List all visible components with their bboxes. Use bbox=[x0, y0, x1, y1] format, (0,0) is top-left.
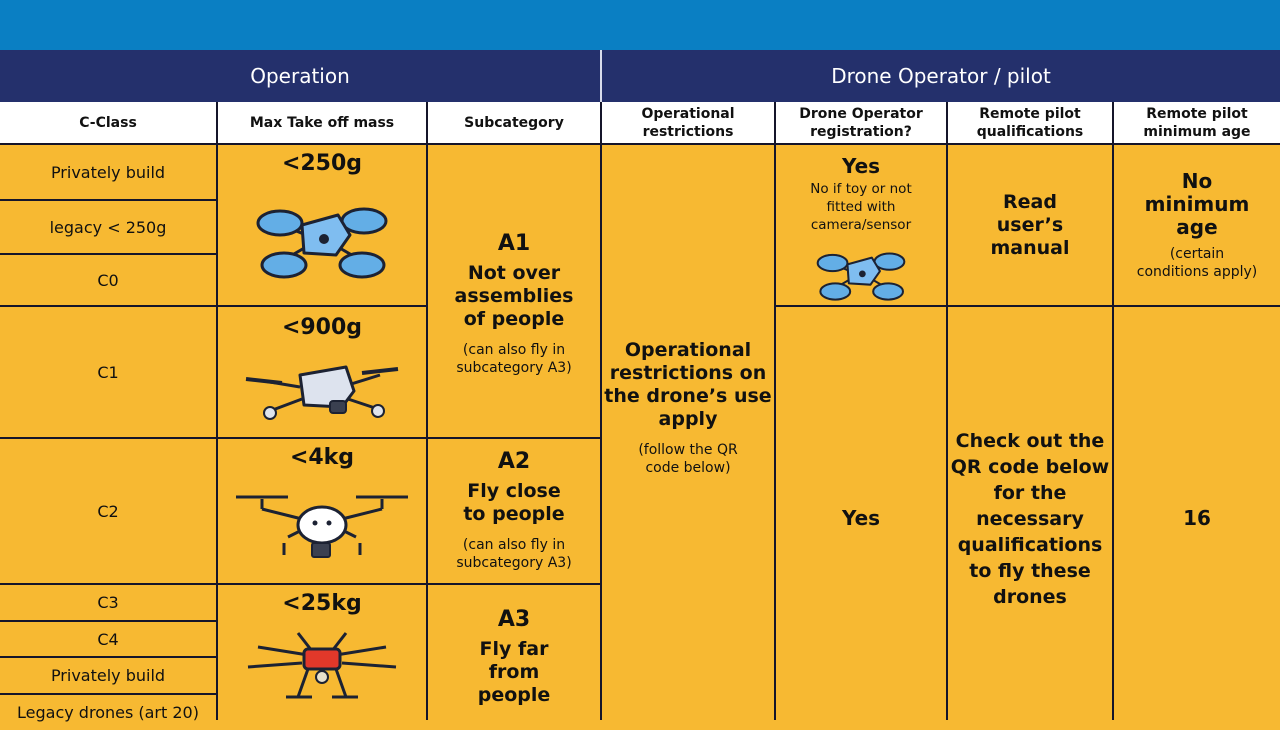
col-header-restrictions: Operational restrictions bbox=[602, 102, 774, 143]
grid-line bbox=[0, 199, 216, 201]
class-cell: C4 bbox=[97, 629, 119, 649]
min-age-value: 16 bbox=[1183, 506, 1211, 530]
grid-line bbox=[426, 102, 428, 720]
registration-note: No if toy or not fitted with camera/sens… bbox=[810, 181, 912, 233]
subcategory-text: Not over assemblies of people bbox=[454, 261, 574, 330]
class-cell: Privately build bbox=[50, 666, 166, 685]
subcategory-title: A1 bbox=[497, 230, 531, 256]
min-age-text: No minimum age bbox=[1144, 168, 1250, 239]
registration-large: Yes bbox=[776, 307, 946, 730]
mass-label: <25kg bbox=[282, 591, 362, 616]
band-divider bbox=[600, 50, 602, 102]
col-header-min-age: Remote pilot minimum age bbox=[1114, 102, 1280, 143]
subcategory-a1: A1 Not over assemblies of people (can al… bbox=[428, 145, 600, 583]
grid-line bbox=[1112, 102, 1114, 720]
mass-label: <250g bbox=[281, 151, 363, 176]
grid-line bbox=[216, 102, 218, 720]
subcategory-note: (can also fly in subcategory A3) bbox=[456, 537, 572, 571]
subcategory-text: Fly far from people bbox=[477, 638, 551, 706]
operator-band: Drone Operator / pilot bbox=[602, 50, 1280, 102]
mass-cell: <4kg bbox=[218, 439, 426, 583]
class-cell: C1 bbox=[97, 362, 119, 382]
min-age-large: 16 bbox=[1114, 307, 1280, 730]
mass-label: <900g bbox=[281, 315, 363, 340]
grid-line bbox=[0, 583, 600, 585]
class-cell: legacy < 250g bbox=[49, 217, 167, 237]
subcategory-a3: A3 Fly far from people bbox=[428, 585, 600, 730]
mass-label: <4kg bbox=[289, 445, 355, 470]
restrictions-cell: Operational restrictions on the drone’s … bbox=[602, 145, 774, 730]
camera-drone-icon bbox=[245, 365, 399, 420]
class-cell: C0 bbox=[97, 270, 119, 290]
registration-answer: Yes bbox=[841, 506, 881, 530]
min-age-small: No minimum age (certain conditions apply… bbox=[1114, 145, 1280, 305]
qualifications-text: Check out the QR code below for the nece… bbox=[950, 429, 1110, 608]
qualifications-small: Read user’s manual bbox=[948, 145, 1112, 305]
class-cell: Legacy drones (art 20) bbox=[17, 703, 199, 722]
mass-cell: <25kg bbox=[218, 585, 426, 730]
quadcopter-icon bbox=[236, 495, 408, 558]
qualifications-text: Read user’s manual bbox=[990, 190, 1070, 259]
class-cell: C2 bbox=[97, 501, 119, 521]
grid-line bbox=[0, 143, 1280, 145]
restrictions-note: (follow the QR code below) bbox=[638, 441, 738, 476]
subcategory-title: A2 bbox=[497, 449, 531, 474]
registration-small: Yes No if toy or not fitted with camera/… bbox=[776, 145, 946, 305]
mini-drone-icon bbox=[816, 252, 906, 301]
restrictions-text: Operational restrictions on the drone’s … bbox=[604, 338, 772, 430]
grid-line bbox=[0, 305, 426, 307]
operation-band: Operation bbox=[0, 50, 600, 102]
mass-cell: <900g bbox=[218, 307, 426, 437]
subcategory-title: A3 bbox=[497, 607, 531, 632]
col-header-subcategory: Subcategory bbox=[428, 102, 600, 143]
col-header-mass: Max Take off mass bbox=[218, 102, 426, 143]
grid-line bbox=[0, 437, 600, 439]
col-header-qualifications: Remote pilot qualifications bbox=[948, 102, 1112, 143]
mini-drone-icon bbox=[256, 207, 388, 279]
col-header-c-class: C-Class bbox=[0, 102, 216, 143]
qualifications-large: Check out the QR code below for the nece… bbox=[948, 307, 1112, 730]
grid-line bbox=[0, 620, 216, 622]
grid-line bbox=[774, 102, 776, 720]
subcategory-note: (can also fly in subcategory A3) bbox=[456, 341, 572, 376]
min-age-note: (certain conditions apply) bbox=[1136, 245, 1258, 280]
grid-line bbox=[0, 693, 216, 695]
drone-rules-table: Operation Drone Operator / pilot C-Class… bbox=[0, 50, 1280, 722]
hexacopter-icon bbox=[247, 632, 397, 699]
class-cell: C3 bbox=[97, 593, 119, 612]
subcategory-a2: A2 Fly close to people (can also fly in … bbox=[428, 439, 600, 583]
top-bar bbox=[0, 0, 1280, 50]
grid-line bbox=[0, 656, 216, 658]
registration-answer: Yes bbox=[841, 154, 881, 178]
subcategory-text: Fly close to people bbox=[463, 480, 565, 525]
grid-line bbox=[774, 305, 1280, 307]
col-header-registration: Drone Operator registration? bbox=[776, 102, 946, 143]
grid-line bbox=[0, 253, 216, 255]
grid-line bbox=[600, 102, 602, 720]
class-cell: Privately build bbox=[50, 162, 166, 182]
grid-line bbox=[946, 102, 948, 720]
mass-cell: <250g bbox=[218, 145, 426, 305]
